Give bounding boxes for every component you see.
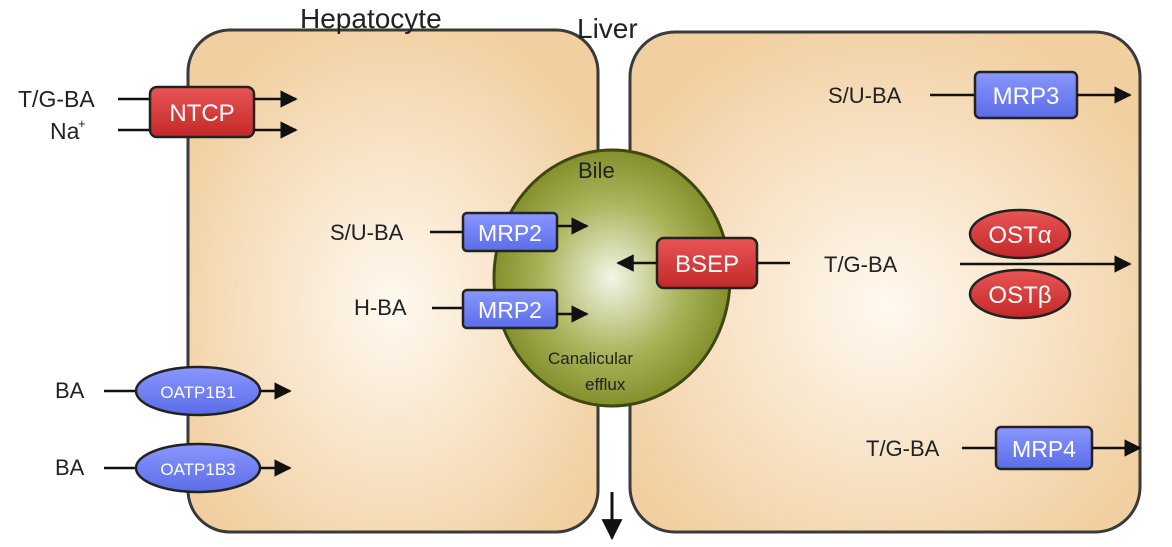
ntcp-substrate-tg-ba: T/G-BA bbox=[18, 86, 95, 112]
efflux-label: efflux bbox=[585, 375, 626, 394]
mrp2-substrate-h-ba: H-BA bbox=[354, 295, 407, 320]
mrp2-transporter-upper bbox=[461, 211, 559, 253]
svg-text:BSEP: BSEP bbox=[675, 251, 739, 278]
mrp2-substrate-su-ba: S/U-BA bbox=[330, 220, 404, 245]
svg-text:OSTβ: OSTβ bbox=[988, 282, 1051, 309]
liver-label: Liver bbox=[577, 13, 638, 44]
svg-text:OSTα: OSTα bbox=[988, 222, 1051, 249]
canalicular-label: Canalicular bbox=[548, 349, 633, 368]
ost-beta-transporter bbox=[968, 268, 1072, 320]
na-superscript: + bbox=[78, 116, 86, 131]
hepatocyte-label: Hepatocyte bbox=[300, 3, 442, 34]
svg-text:NTCP: NTCP bbox=[169, 100, 234, 127]
oatp1b1-substrate-ba: BA bbox=[55, 378, 85, 403]
svg-text:MRP3: MRP3 bbox=[993, 83, 1060, 110]
ost-substrate-tg-ba: T/G-BA bbox=[824, 252, 898, 277]
ntcp-transporter bbox=[148, 85, 256, 139]
mrp2-transporter-lower bbox=[461, 288, 559, 330]
bile-label: Bile bbox=[578, 158, 615, 183]
svg-text:OATP1B1: OATP1B1 bbox=[160, 383, 235, 402]
svg-text:MRP4: MRP4 bbox=[1012, 436, 1076, 462]
mrp3-substrate-su-ba: S/U-BA bbox=[828, 83, 902, 108]
mrp4-substrate-tg-ba: T/G-BA bbox=[866, 436, 940, 461]
svg-text:OATP1B3: OATP1B3 bbox=[160, 460, 235, 479]
ntcp-substrate-na: Na bbox=[50, 118, 80, 144]
svg-text:MRP2: MRP2 bbox=[478, 297, 542, 323]
oatp1b3-substrate-ba: BA bbox=[55, 455, 85, 480]
svg-text:MRP2: MRP2 bbox=[478, 220, 542, 246]
ost-alpha-transporter bbox=[968, 208, 1072, 260]
